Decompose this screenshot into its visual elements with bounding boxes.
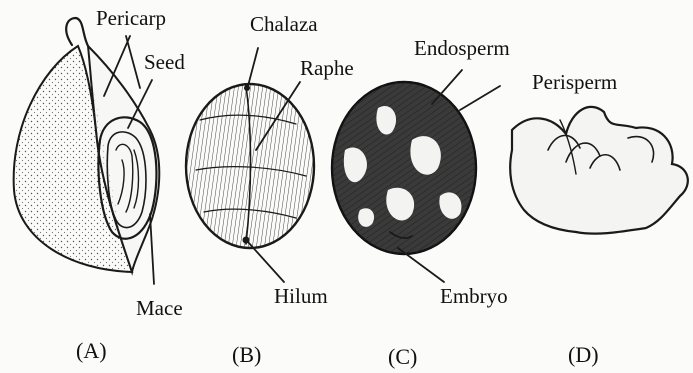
- seed-section-drawing: [332, 82, 476, 254]
- caption-b: (B): [232, 344, 261, 366]
- label-perisperm: Perisperm: [532, 72, 617, 93]
- label-embryo: Embryo: [440, 286, 508, 307]
- perisperm-drawing: [510, 107, 688, 234]
- caption-d: (D): [568, 344, 599, 366]
- caption-c: (C): [388, 346, 417, 368]
- label-raphe: Raphe: [300, 58, 354, 79]
- label-chalaza: Chalaza: [250, 14, 318, 35]
- label-pericarp: Pericarp: [96, 8, 166, 29]
- caption-a: (A): [76, 340, 107, 362]
- seed-exterior-drawing: [186, 84, 314, 248]
- label-mace: Mace: [136, 298, 183, 319]
- label-endosperm: Endosperm: [414, 38, 510, 59]
- label-hilum: Hilum: [274, 286, 328, 307]
- fruit-section-drawing: [14, 18, 160, 272]
- label-seed: Seed: [144, 52, 185, 73]
